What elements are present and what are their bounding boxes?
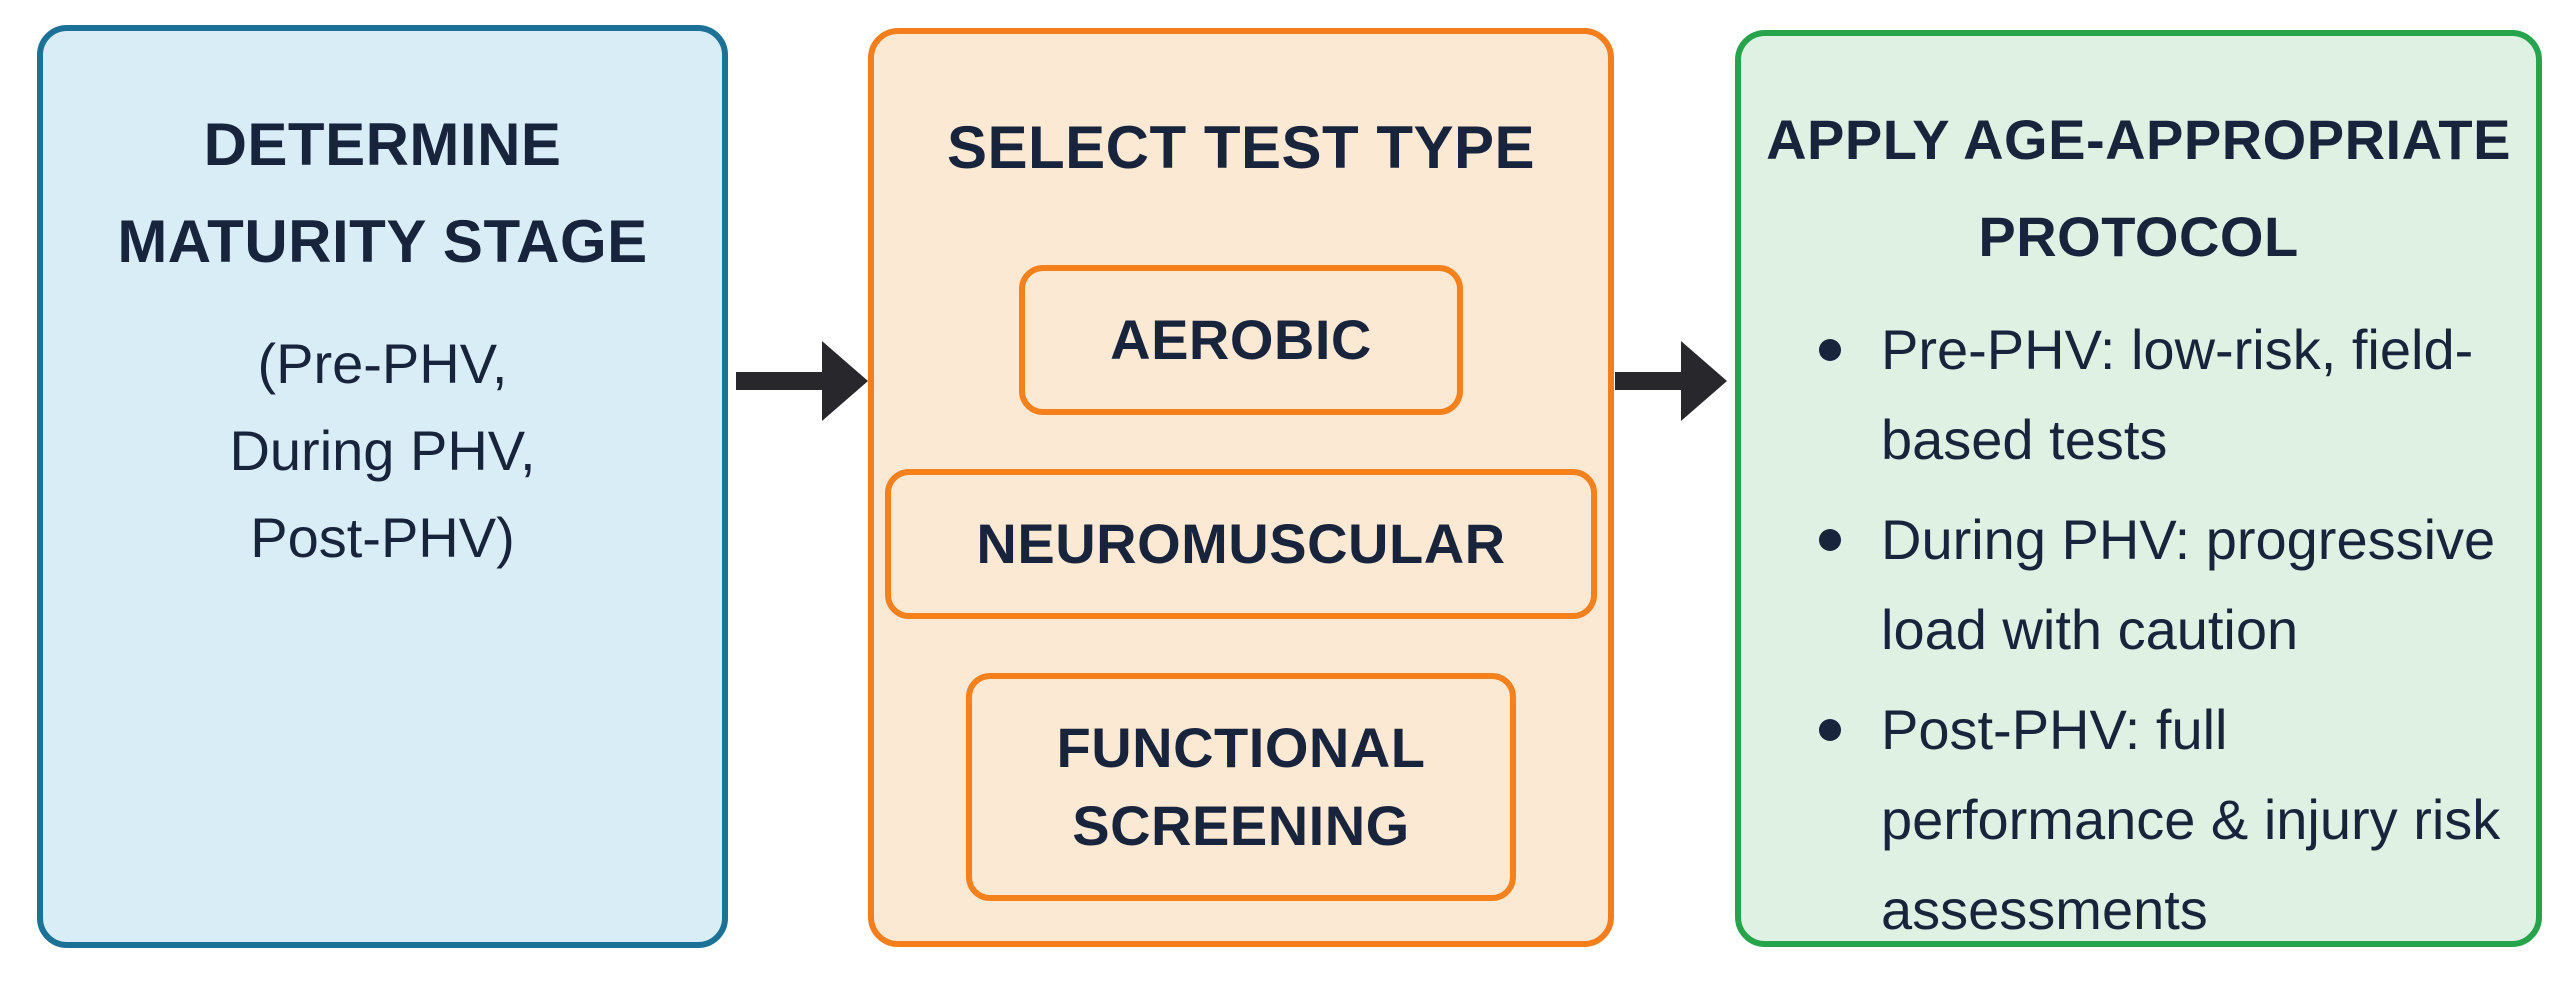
bullet-post-phv: Post-PHV: full performance & injury risk… [1819,685,2522,955]
arrow-shaft [1615,372,1681,390]
protocol-bullet-list: Pre-PHV: low-risk, field-based tests Dur… [1741,305,2536,955]
bullet-pre-phv: Pre-PHV: low-risk, field-based tests [1819,305,2522,485]
step-determine-maturity-stage: DETERMINE MATURITY STAGE (Pre-PHV, Durin… [37,25,728,948]
step1-subtitle: (Pre-PHV, During PHV, Post-PHV) [229,332,536,569]
arrow-head [1681,341,1727,421]
arrow-right-icon-1 [736,341,868,421]
bullet-during-phv: During PHV: progressive load with cautio… [1819,495,2522,675]
bullet-pre-phv-text: Pre-PHV: low-risk, field-based tests [1881,318,2474,471]
step1-title: DETERMINE MATURITY STAGE [117,111,648,275]
bullet-dot-icon [1819,339,1841,361]
arrow-shaft [736,372,822,390]
step-apply-age-appropriate-protocol: APPLY AGE-APPROPRIATE PROTOCOL Pre-PHV: … [1735,30,2542,947]
option-functional-screening: FUNCTIONAL SCREENING [965,673,1517,901]
bullet-post-phv-text: Post-PHV: full performance & injury risk… [1881,698,2501,941]
arrow-right-icon-2 [1615,341,1727,421]
bullet-dot-icon [1819,529,1841,551]
step-select-test-type: SELECT TEST TYPE AEROBIC NEUROMUSCULAR F… [868,28,1614,947]
option-aerobic: AEROBIC [1019,265,1463,415]
step2-title: SELECT TEST TYPE [946,114,1536,181]
step3-title: APPLY AGE-APPROPRIATE PROTOCOL [1766,108,2511,268]
bullet-during-phv-text: During PHV: progressive load with cautio… [1881,508,2496,661]
test-type-options: AEROBIC NEUROMUSCULAR FUNCTIONAL SCREENI… [874,265,1608,901]
arrow-head [822,341,868,421]
option-neuromuscular: NEUROMUSCULAR [885,469,1597,619]
bullet-dot-icon [1819,719,1841,741]
